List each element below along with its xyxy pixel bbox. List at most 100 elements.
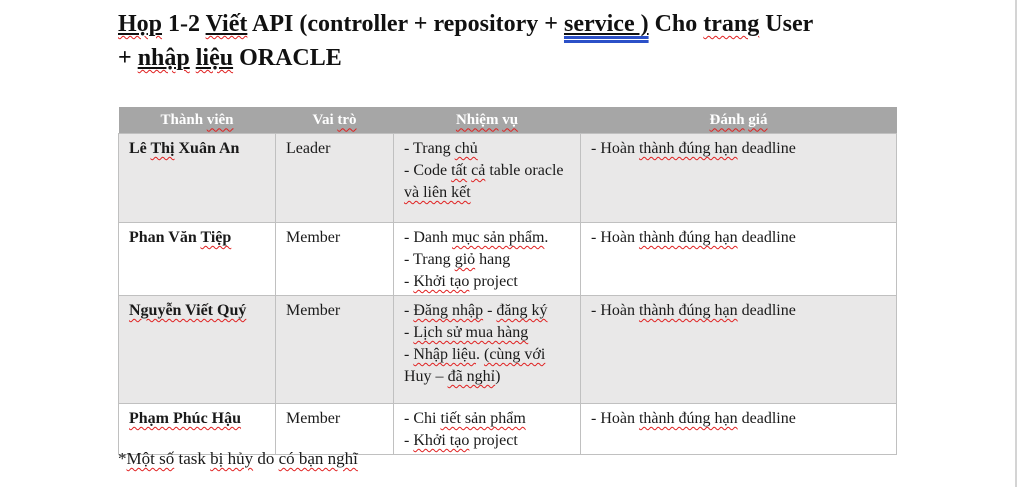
text-segment: table oracle — [485, 162, 564, 179]
text-segment: Member — [286, 410, 341, 427]
table-header-row: Thành viên Vai trò Nhiệm vụ Đánh giá — [118, 107, 897, 134]
text-segment: thành đúng hạn — [638, 229, 738, 246]
text-segment: Huy – — [404, 368, 448, 385]
text-segment: Nguyễn Viết Quý — [129, 302, 247, 319]
members-table: Thành viên Vai trò Nhiệm vụ Đánh giá Lê … — [118, 107, 897, 455]
text-segment: Phan Văn — [129, 229, 201, 246]
text-segment: project — [469, 273, 518, 290]
title-line-1: Họp 1-2 Viết API (controller + repositor… — [118, 7, 998, 41]
text-segment: hang — [475, 251, 511, 268]
text-segment: liệu — [196, 45, 233, 71]
text-segment: cả — [471, 162, 486, 179]
text-segment: deadline — [737, 302, 796, 319]
text-segment: có bạn nghĩ — [278, 449, 358, 468]
text-segment: chủ — [454, 140, 478, 157]
task-line: - Trang giỏ hang — [404, 249, 572, 271]
text-segment: bị hủy — [210, 449, 254, 468]
text-segment: do — [253, 449, 279, 468]
text-segment: Khởi tạo — [413, 432, 470, 449]
tasks-cell: - Đăng nhập - đăng ký - Lịch sử mua hàng… — [393, 295, 581, 404]
review-cell: - Hoàn thành đúng hạn deadline — [580, 133, 897, 223]
text-segment: Nhập liệu — [413, 346, 476, 363]
text-segment: - Hoàn — [591, 140, 639, 157]
text-segment: service ) — [564, 11, 649, 37]
text-segment: API (controller + repository + — [247, 11, 564, 37]
text-segment: - Hoàn — [591, 302, 639, 319]
text-segment: Leader — [286, 140, 331, 157]
text-segment: Đánh — [709, 111, 745, 128]
text-segment: ) — [495, 368, 501, 385]
text-segment: . — [475, 346, 484, 363]
text-segment: + — [118, 45, 138, 71]
task-line: - Khởi tạo project — [404, 430, 572, 452]
text-segment: - Danh — [404, 229, 452, 246]
table-row: Nguyễn Viết Quý Member - Đăng nhập - đăn… — [118, 295, 897, 404]
text-segment: - — [404, 324, 414, 341]
text-segment: và liên kết — [404, 184, 471, 201]
role-cell: Member — [275, 295, 394, 404]
text-segment: đăng ký — [496, 302, 548, 319]
text-segment: (cùng với — [483, 346, 546, 363]
text-segment: vụ — [502, 111, 519, 128]
text-segment: * — [118, 449, 127, 468]
role-cell: Member — [275, 222, 394, 296]
task-line: và liên kết — [404, 182, 572, 204]
text-segment: nhập — [138, 45, 190, 71]
review-cell: - Hoàn thành đúng hạn deadline — [580, 403, 897, 455]
text-segment: Cho — [648, 11, 704, 37]
table-row: Lê Thị Xuân An Leader - Trang chủ - Code… — [118, 133, 897, 223]
text-segment: Member — [286, 302, 341, 319]
text-segment: Nhiệm — [455, 111, 499, 128]
member-name-cell: Phạm Phúc Hậu — [118, 403, 276, 455]
text-segment: tất — [451, 162, 468, 179]
text-segment: Viết — [206, 11, 248, 37]
task-line: - Trang chủ — [404, 138, 572, 160]
text-segment: giá — [748, 111, 768, 128]
text-segment: trang — [703, 11, 760, 37]
column-header-vai-tro: Vai trò — [275, 107, 394, 134]
role-cell: Leader — [275, 133, 394, 223]
task-line: - Code tất cả table oracle — [404, 160, 572, 182]
text-segment: deadline — [737, 410, 796, 427]
text-segment: đã nghỉ — [447, 368, 496, 385]
text-segment: Xuân An — [174, 140, 240, 157]
column-header-nhiem-vu: Nhiệm vụ — [393, 107, 581, 134]
text-segment: Viết — [205, 11, 248, 37]
text-segment: Một số — [126, 449, 175, 468]
text-segment: trò — [337, 111, 357, 128]
task-line: - Chi tiết sản phẩm — [404, 408, 572, 430]
member-name-cell: Phan Văn Tiệp — [118, 222, 276, 296]
text-segment: Thành — [160, 111, 207, 128]
text-segment: Tiệp — [200, 229, 232, 246]
text-segment: - Code — [404, 162, 452, 179]
text-segment: Member — [286, 229, 341, 246]
text-segment: - Hoàn — [591, 410, 639, 427]
text-segment: - — [404, 273, 414, 290]
text-segment: nhập — [137, 45, 190, 71]
text-segment: Phạm Phúc Hậu — [129, 410, 242, 427]
text-segment: viên — [206, 111, 234, 128]
text-segment: liệu — [195, 45, 234, 71]
text-segment: User — [759, 11, 814, 37]
text-segment: Lịch sử mua hàng — [413, 324, 529, 341]
text-segment: thành đúng hạn — [638, 302, 738, 319]
tasks-cell: - Chi tiết sản phẩm - Khởi tạo project — [393, 403, 581, 455]
text-segment: Đăng nhập — [413, 302, 484, 319]
text-segment: 1-2 — [162, 11, 206, 37]
text-segment: - Trang — [404, 251, 455, 268]
task-line: Huy – đã nghỉ) — [404, 366, 572, 388]
text-segment: thành đúng hạn — [638, 140, 738, 157]
text-segment: Lê — [129, 140, 151, 157]
text-segment: Khởi tạo — [413, 273, 470, 290]
text-segment: project — [469, 432, 518, 449]
member-name-cell: Lê Thị Xuân An — [118, 133, 276, 223]
text-segment: Họp — [118, 11, 163, 37]
text-segment: Họp — [118, 11, 162, 37]
role-cell: Member — [275, 403, 394, 455]
text-segment: - — [404, 346, 414, 363]
task-line: - Đăng nhập - đăng ký — [404, 300, 572, 322]
column-header-thanh-vien: Thành viên — [118, 107, 276, 134]
text-segment: Thị — [150, 140, 175, 157]
text-segment: ORACLE — [233, 45, 342, 71]
